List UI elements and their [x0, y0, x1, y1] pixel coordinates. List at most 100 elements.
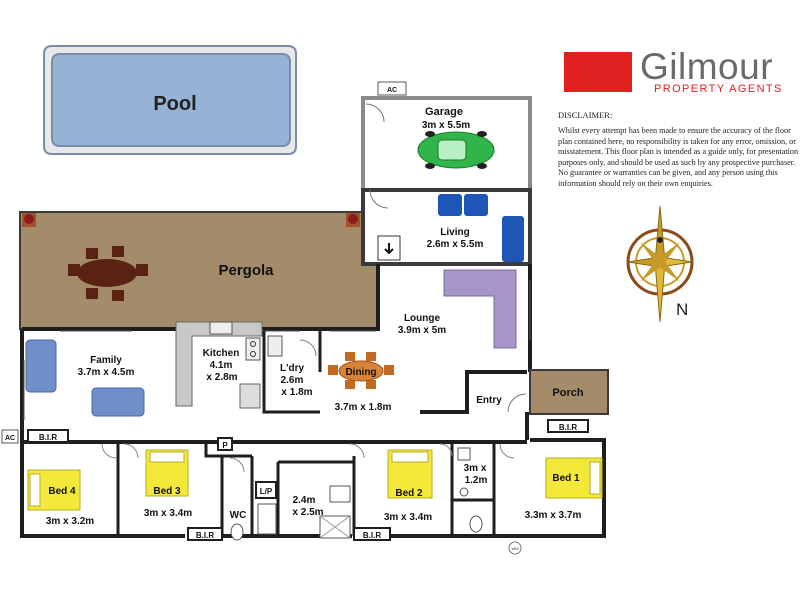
vanity-icon — [329, 485, 351, 503]
bir-label: B.I.R — [39, 433, 57, 442]
brand-logo: Gilmour PROPERTY AGENTS — [562, 46, 792, 98]
laundry: L'dry 2.6m x 1.8m — [262, 331, 322, 414]
ac-unit-garage — [377, 81, 407, 96]
pergola: Pergola — [19, 211, 379, 330]
toilet-icon — [230, 523, 244, 541]
disclaimer-title: DISCLAIMER: — [558, 110, 613, 120]
room-name: Living — [440, 227, 469, 238]
basin-icon — [459, 487, 469, 497]
ac-label: AC — [387, 87, 397, 94]
bedroom-walls — [116, 442, 496, 536]
bedroom-3: Bed 3 3m x 3.4m — [144, 449, 192, 519]
cooktop-icon — [245, 337, 261, 361]
sofa-icon — [91, 387, 145, 417]
disclaimer-body: Whilst every attempt has been made to en… — [558, 126, 799, 188]
pool: Pool — [43, 45, 297, 155]
pantry-label: P — [222, 441, 228, 450]
sink-icon — [209, 321, 233, 335]
brand-name: Gilmour — [640, 46, 774, 87]
bathroom: 2.4m x 2.5m — [257, 485, 351, 539]
room-dims: x 1.8m — [281, 387, 312, 398]
room-name: Bed 1 — [552, 473, 580, 484]
outdoor-table-icon — [68, 246, 148, 301]
room-name: Bed 4 — [48, 486, 76, 497]
pillow-icon — [149, 451, 185, 463]
brand-mark-icon — [564, 52, 632, 92]
pantry-box — [217, 437, 233, 451]
pillow-icon — [589, 461, 601, 495]
bathtub-icon — [257, 503, 277, 535]
ac-unit-side — [1, 429, 19, 444]
toilet-icon — [469, 515, 483, 533]
room-name: L'dry — [280, 363, 304, 374]
porch: Porch — [529, 369, 609, 415]
armchair-icon — [438, 194, 524, 262]
bedroom-2: Bed 2 3m x 3.4m — [384, 449, 433, 523]
room-dims: 3m x 3.2m — [46, 516, 94, 527]
corner-sofa-icon — [443, 269, 517, 349]
living-room: Living 2.6m x 5.5m — [361, 188, 532, 266]
sofa-icon — [25, 339, 57, 393]
pergola-label: Pergola — [218, 262, 274, 279]
bedroom-4: Bed 4 3m x 3.2m — [27, 469, 94, 527]
water-meter-icon — [508, 541, 522, 555]
room-name: Family — [90, 355, 122, 366]
room-dims: 3m x 5.5m — [422, 120, 470, 131]
ac-label: AC — [5, 435, 15, 442]
room-name: Dining — [345, 367, 376, 378]
room-name: Kitchen — [203, 348, 240, 359]
bir-boxes: B.I.R B.I.R B.I.R B.I.R — [27, 419, 589, 541]
room-name: Lounge — [404, 313, 441, 324]
room-dims: 4.1m — [210, 360, 233, 371]
ensuite: 3m x 1.2m — [457, 447, 488, 533]
family-room: Family 3.7m x 4.5m — [25, 339, 145, 417]
room-name: Garage — [425, 106, 463, 118]
room-dims: 3m x 3.4m — [384, 512, 432, 523]
kitchen: Kitchen 4.1m x 2.8m — [175, 321, 263, 409]
pillow-icon — [391, 451, 429, 463]
door-swings — [101, 443, 515, 473]
room-dims: 2.4m — [293, 495, 316, 506]
room-name: Bed 3 — [153, 486, 181, 497]
room-dims: 3m x — [464, 463, 487, 474]
room-dims: 3.3m x 3.7m — [525, 510, 582, 521]
room-dims: 3.7m x 4.5m — [78, 367, 135, 378]
meter-label: WM — [511, 546, 518, 551]
room-dims: 2.6m — [281, 375, 304, 386]
room-dims: 3m x 3.4m — [144, 508, 192, 519]
wc: WC — [230, 510, 247, 541]
washer-icon — [267, 335, 283, 357]
kitchen-bench-icon — [175, 321, 263, 407]
linen-label: L/P — [260, 487, 273, 496]
dining-table-icon — [328, 352, 394, 389]
room-name: WC — [230, 510, 247, 521]
house-walls — [20, 264, 606, 538]
brand-tagline: PROPERTY AGENTS — [654, 83, 783, 95]
lounge: Lounge 3.9m x 5m — [398, 269, 517, 349]
compass-rose-icon — [626, 205, 694, 323]
pillow-icon — [29, 473, 41, 507]
bir-label: B.I.R — [196, 531, 214, 540]
dining-room: Dining 3.7m x 1.8m — [328, 352, 394, 413]
room-dims: 2.6m x 5.5m — [427, 239, 484, 250]
room-dims: 3.9m x 5m — [398, 325, 446, 336]
bir-label: B.I.R — [363, 531, 381, 540]
bir-label: B.I.R — [559, 423, 577, 432]
windows — [23, 280, 531, 420]
room-dims: x 2.5m — [292, 507, 323, 518]
car-icon — [417, 131, 495, 169]
porch-label: Porch — [552, 387, 583, 399]
room-name: Bed 2 — [395, 488, 423, 499]
entry-label: Entry — [476, 395, 502, 406]
room-dims: 3.7m x 1.8m — [335, 402, 392, 413]
compass-north-label: N — [676, 300, 689, 319]
linen-box — [255, 481, 277, 499]
fridge-icon — [239, 383, 261, 409]
pool-label: Pool — [153, 93, 196, 115]
bedroom-1: Bed 1 3.3m x 3.7m — [525, 457, 603, 521]
room-dims: 1.2m — [465, 475, 488, 486]
garage: Garage 3m x 5.5m — [361, 96, 532, 192]
entry-door — [507, 393, 527, 413]
room-dims: x 2.8m — [206, 372, 237, 383]
